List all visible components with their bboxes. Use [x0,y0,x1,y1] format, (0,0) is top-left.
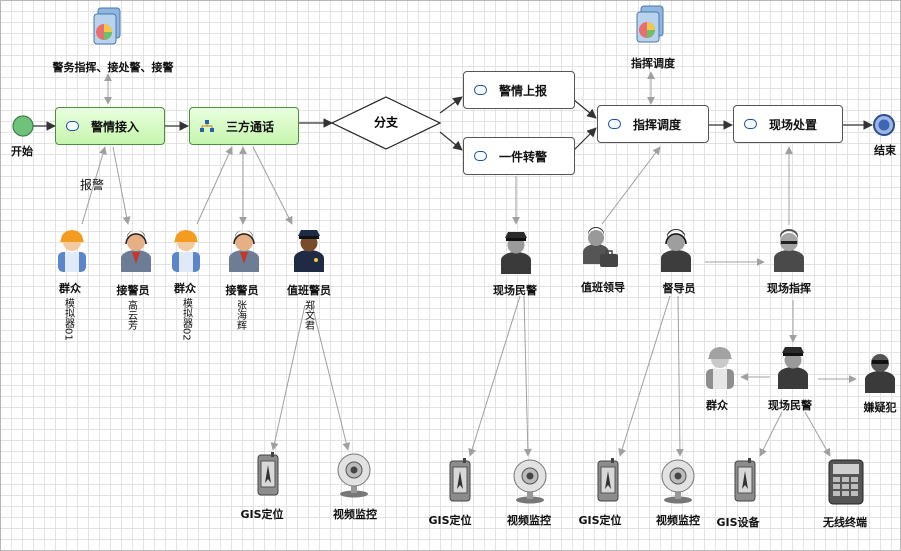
link-leader-dispatch [601,146,661,225]
device-label: GIS定位 [578,514,622,527]
wireless-terminal-icon [828,459,864,505]
database-icon [636,5,664,43]
supervisor-person-icon [661,229,691,272]
actor-role: 现场民警 [768,399,812,412]
device-label: 视频监控 [333,508,377,521]
task-icon [744,119,757,129]
link-public1-intake [81,146,107,225]
task-one-click-transfer[interactable]: 一件转警 [463,137,575,175]
actor-role: 群众 [706,399,728,412]
task-incident-intake[interactable]: 警情接入 [55,107,165,145]
flow-gateway-transfer [439,131,463,151]
start-event[interactable] [12,115,34,137]
gis-device-icon [257,452,279,496]
operator-person-icon [121,230,151,272]
task-label: 指挥调度 [633,117,682,132]
police-officer-icon [501,232,531,274]
link-public2-call [196,146,233,225]
link-supervisor-gis3 [618,295,671,457]
worker-person-icon [706,347,734,389]
gis-device-icon [449,458,471,502]
org-icon [200,120,214,132]
task-three-way-call[interactable]: 三方通话 [189,107,299,145]
worker-person-icon [58,230,86,272]
link-intake-operator1 [112,146,131,225]
task-report-up[interactable]: 警情上报 [463,71,575,109]
actor-role: 嫌疑犯 [863,401,897,414]
actor-role: 值班领导 [581,281,625,294]
gateway-diamond[interactable] [330,96,442,150]
actor-name: 高云芳 [125,300,137,330]
device-label: GIS定位 [240,508,284,521]
task-icon [66,121,79,131]
flow-transfer-dispatch [573,127,597,151]
commander-person-icon [774,229,804,272]
task-icon [474,151,487,161]
task-onsite-handling[interactable]: 现场处置 [733,105,843,143]
flow-gateway-report [439,96,463,114]
actor-role: 接警员 [116,284,150,297]
webcam-icon [513,459,547,504]
actor-role: 值班警员 [287,284,331,297]
edge-label-report: 报警 [79,178,105,192]
task-label: 警情接入 [91,119,140,134]
end-event-core [878,119,890,131]
task-icon [608,119,621,129]
webcam-icon [337,453,371,498]
actor-role: 接警员 [225,284,259,297]
device-label: 视频监控 [656,514,700,527]
task-command-dispatch[interactable]: 指挥调度 [597,105,709,143]
label-police-command: 警务指挥、接处警、接警 [52,61,174,74]
police-officer-icon [778,347,808,389]
actor-role: 群众 [59,282,81,295]
flow-report-dispatch [573,99,597,119]
actor-name: 模拟器01 [62,298,74,341]
link-duty-gis1 [270,304,306,451]
task-label: 三方通话 [226,119,275,134]
link-field1-gis2 [468,295,521,457]
operator-person-icon [229,230,259,272]
actor-name: 模拟器02 [180,298,192,341]
webcam-icon [661,459,695,504]
task-label: 警情上报 [499,83,548,98]
actor-role: 现场指挥 [767,282,811,295]
actor-name: 郑文君 [302,300,314,330]
link-field2-gis4 [759,411,783,457]
worker-person-icon [172,230,200,272]
task-label: 一件转警 [499,149,548,164]
suspect-person-icon [865,354,895,393]
actor-name: 张海辉 [234,300,246,330]
link-supervisor-video3 [675,295,684,457]
link-call-duty [252,146,293,225]
task-label: 现场处置 [769,117,818,132]
label-dispatch-center: 指挥调度 [631,57,675,70]
device-label: GIS定位 [428,514,472,527]
database-icon [93,7,121,45]
device-label: GIS设备 [716,516,760,529]
actor-role: 督导员 [662,282,696,295]
label-end: 结束 [874,144,896,157]
task-icon [474,85,487,95]
link-field1-video2 [523,295,532,457]
device-label: 无线终端 [823,516,867,529]
gateway-label: 分支 [373,115,399,130]
label-start: 开始 [11,145,33,158]
police-officer-icon [294,230,324,272]
gis-device-icon [734,458,756,502]
link-duty-video1 [311,304,351,451]
device-label: 视频监控 [507,514,551,527]
gis-device-icon [597,458,619,502]
leader-briefcase-icon [583,227,618,267]
actor-role: 现场民警 [493,284,537,297]
link-field2-terminal [804,411,831,457]
actor-role: 群众 [174,282,196,295]
